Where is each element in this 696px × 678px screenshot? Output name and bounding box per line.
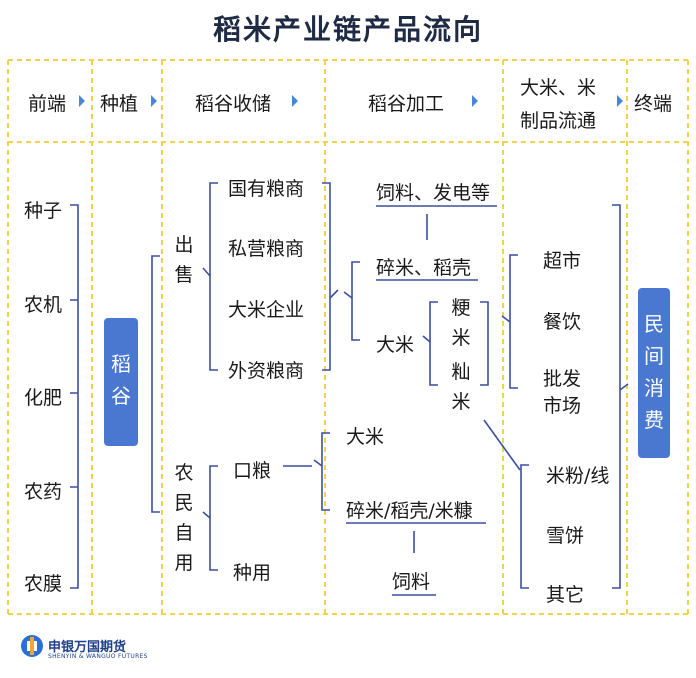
product-rice-cracker: 雪饼 bbox=[546, 525, 585, 547]
outlet-wholesale: 批发市场 bbox=[543, 368, 582, 417]
column-header-planting: 种植 bbox=[100, 93, 139, 115]
terminal-consumption-box: 民间消费 bbox=[638, 288, 670, 458]
column-header-processing: 稻谷加工 bbox=[368, 93, 445, 115]
company-logo-sub: SHENYIN & WANGUO FUTURES bbox=[48, 653, 148, 660]
sale-label: 出售 bbox=[174, 234, 194, 286]
connector-lines bbox=[70, 182, 629, 596]
product-other: 其它 bbox=[546, 584, 585, 606]
storage-rice-enterprise: 大米企业 bbox=[228, 299, 305, 321]
planting-paddy-box: 稻谷 bbox=[104, 318, 138, 446]
outlet-catering: 餐饮 bbox=[543, 311, 582, 333]
self-use-label: 农民自用 bbox=[174, 462, 194, 574]
storage-private-grain: 私营粮商 bbox=[228, 238, 305, 260]
outlet-supermarket: 超市 bbox=[543, 250, 582, 272]
storage-foreign-grain: 外资粮商 bbox=[228, 360, 305, 382]
product-rice-noodle: 米粉/线 bbox=[546, 465, 610, 487]
input-machinery: 农机 bbox=[24, 294, 63, 316]
input-film: 农膜 bbox=[24, 573, 63, 595]
grid-lines bbox=[7, 59, 689, 615]
self-use-seed: 种用 bbox=[233, 562, 272, 584]
input-fertilizer: 化肥 bbox=[24, 387, 63, 409]
terminal-consumption-label: 民间消费 bbox=[644, 312, 664, 432]
proc-indica: 籼米 bbox=[451, 361, 471, 413]
proc-japonica: 粳米 bbox=[451, 297, 471, 349]
arrow-right-icon bbox=[79, 95, 85, 107]
arrow-right-icon bbox=[292, 95, 298, 107]
planting-paddy-label: 稻谷 bbox=[111, 352, 131, 408]
company-logo-name: 申银万国期货 bbox=[48, 640, 127, 655]
input-seed: 种子 bbox=[24, 200, 63, 222]
column-header-storage: 稻谷收储 bbox=[195, 93, 272, 115]
column-header-terminal: 终端 bbox=[634, 93, 673, 115]
input-pesticide: 农药 bbox=[24, 481, 63, 503]
column-header-circulation-line1: 大米、米 bbox=[520, 77, 597, 99]
proc-feed-power: 饲料、发电等 bbox=[376, 182, 491, 204]
proc-feed: 饲料 bbox=[392, 571, 431, 593]
proc-rice: 大米 bbox=[376, 334, 415, 356]
proc-broken-husk-bran: 碎米/稻壳/米糠 bbox=[346, 500, 473, 522]
column-header-front: 前端 bbox=[28, 93, 67, 115]
arrow-right-icon bbox=[151, 95, 157, 107]
storage-state-grain: 国有粮商 bbox=[228, 178, 305, 200]
column-header-circulation-line2: 制品流通 bbox=[520, 110, 597, 132]
proc-rice-selfuse: 大米 bbox=[346, 426, 385, 448]
page-title: 稻米产业链产品流向 bbox=[212, 13, 483, 46]
proc-broken-husk: 碎米、稻壳 bbox=[376, 257, 472, 279]
arrow-right-icon bbox=[472, 95, 478, 107]
arrow-right-icon bbox=[617, 95, 623, 107]
company-logo-icon bbox=[20, 634, 44, 658]
self-use-ration: 口粮 bbox=[233, 460, 272, 482]
